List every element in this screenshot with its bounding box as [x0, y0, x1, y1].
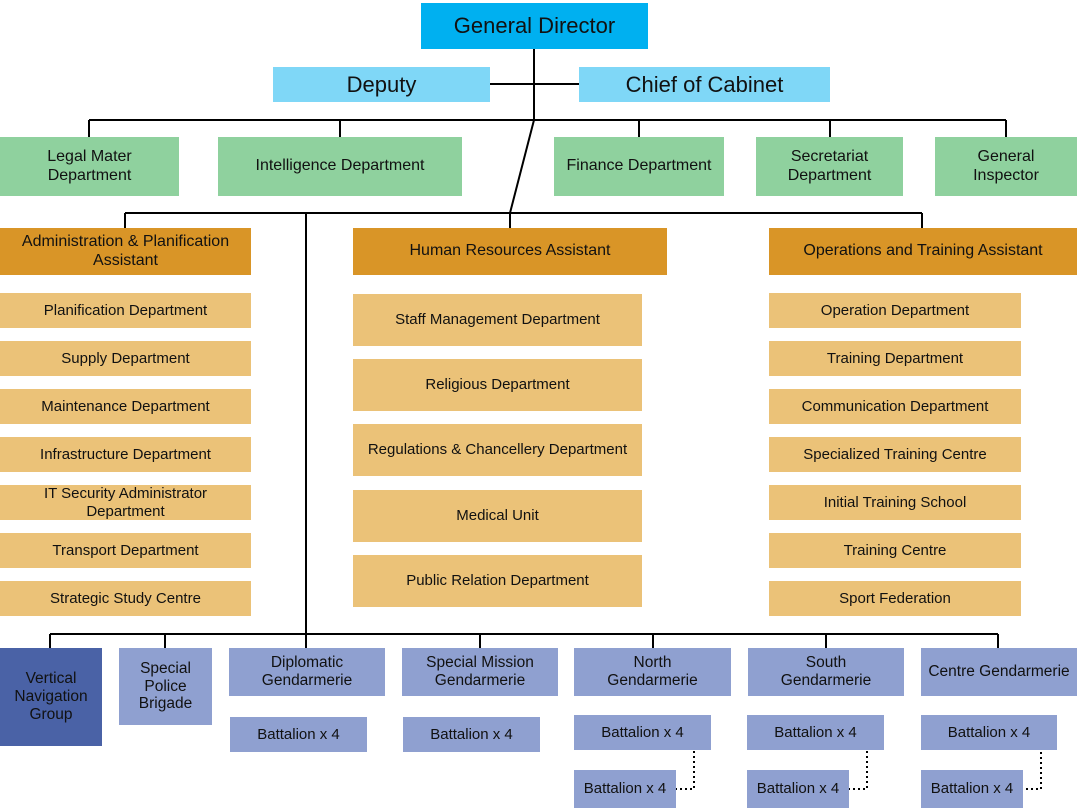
unit-infrastructure: Infrastructure Department — [0, 437, 251, 472]
deputy-box: Deputy — [273, 67, 490, 102]
unit-planification: Planification Department — [0, 293, 251, 328]
battalion-south-1: Battalion x 4 — [747, 715, 884, 750]
department-general-inspector: General Inspector — [935, 137, 1077, 196]
unit-specialized-training: Specialized Training Centre — [769, 437, 1021, 472]
battalion-north-2: Battalion x 4 — [574, 770, 676, 808]
battalion-centre-1: Battalion x 4 — [921, 715, 1057, 750]
department-intelligence: Intelligence Department — [218, 137, 462, 196]
unit-supply: Supply Department — [0, 341, 251, 376]
unit-maintenance: Maintenance Department — [0, 389, 251, 424]
chief-of-cabinet-box: Chief of Cabinet — [579, 67, 830, 102]
unit-regulations: Regulations & Chancellery Department — [353, 424, 642, 476]
force-north-gendarmerie: North Gendarmerie — [574, 648, 731, 696]
assistant-operations: Operations and Training Assistant — [769, 228, 1077, 275]
unit-training: Training Department — [769, 341, 1021, 376]
battalion-centre-2: Battalion x 4 — [921, 770, 1023, 808]
unit-medical: Medical Unit — [353, 490, 642, 542]
assistant-human-resources: Human Resources Assistant — [353, 228, 667, 275]
battalion-diplomatic: Battalion x 4 — [230, 717, 367, 752]
force-diplomatic-gendarmerie: Diplomatic Gendarmerie — [229, 648, 385, 696]
department-finance: Finance Department — [554, 137, 724, 196]
force-special-police: Special Police Brigade — [119, 648, 212, 725]
general-director-box: General Director — [421, 3, 648, 49]
unit-staff-management: Staff Management Department — [353, 294, 642, 346]
department-secretariat: Secretariat Department — [756, 137, 903, 196]
assistant-administration: Administration & Planification Assistant — [0, 228, 251, 275]
unit-it-security: IT Security Administrator Department — [0, 485, 251, 520]
battalion-special-mission: Battalion x 4 — [403, 717, 540, 752]
unit-public-relation: Public Relation Department — [353, 555, 642, 607]
force-vertical-navigation: Vertical Navigation Group — [0, 648, 102, 746]
unit-strategic-study: Strategic Study Centre — [0, 581, 251, 616]
unit-operation: Operation Department — [769, 293, 1021, 328]
battalion-south-2: Battalion x 4 — [747, 770, 849, 808]
unit-communication: Communication Department — [769, 389, 1021, 424]
unit-training-centre: Training Centre — [769, 533, 1021, 568]
force-centre-gendarmerie: Centre Gendarmerie — [921, 648, 1077, 696]
battalion-north-1: Battalion x 4 — [574, 715, 711, 750]
unit-initial-training-school: Initial Training School — [769, 485, 1021, 520]
force-south-gendarmerie: South Gendarmerie — [748, 648, 904, 696]
department-legal: Legal Mater Department — [0, 137, 179, 196]
unit-sport-federation: Sport Federation — [769, 581, 1021, 616]
unit-transport: Transport Department — [0, 533, 251, 568]
force-special-mission-gendarmerie: Special Mission Gendarmerie — [402, 648, 558, 696]
unit-religious: Religious Department — [353, 359, 642, 411]
